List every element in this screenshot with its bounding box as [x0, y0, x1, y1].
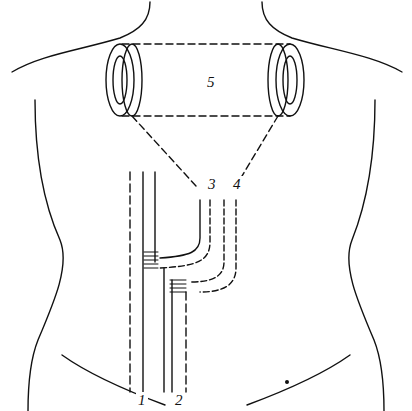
left-stoma-ring — [106, 44, 134, 116]
callout-number: 1 — [136, 392, 148, 409]
limb-4 — [200, 200, 236, 292]
left-flank — [28, 100, 63, 411]
dot — [286, 381, 289, 384]
limb-2 — [185, 292, 186, 392]
right-stoma-ring — [283, 56, 297, 104]
limb-4 — [190, 200, 224, 282]
left-shoulder — [12, 2, 150, 72]
right-stoma-ring — [276, 44, 304, 116]
callout-number: 5 — [205, 74, 217, 91]
right-groin — [247, 355, 350, 405]
limb-3 — [160, 200, 210, 268]
limb-1 — [154, 172, 155, 262]
left-groin — [62, 355, 165, 405]
limb-1 — [142, 172, 143, 392]
tube-edge — [122, 115, 290, 116]
limb-2 — [171, 280, 172, 392]
right-shoulder — [262, 2, 402, 72]
suture-marks — [170, 280, 186, 292]
suture-marks — [144, 252, 158, 268]
right-flank — [349, 100, 384, 411]
right-stoma-ring — [268, 44, 288, 116]
left-stoma-ring — [113, 56, 127, 104]
guide-line — [132, 116, 196, 186]
limb-2 — [163, 268, 164, 392]
callout-number: 3 — [206, 176, 218, 193]
limb-3 — [160, 200, 200, 258]
callout-number: 2 — [173, 392, 185, 409]
limb-1 — [129, 172, 130, 392]
left-stoma-ring — [122, 44, 142, 116]
callout-number: 4 — [231, 176, 243, 193]
tube-edge — [122, 43, 290, 44]
